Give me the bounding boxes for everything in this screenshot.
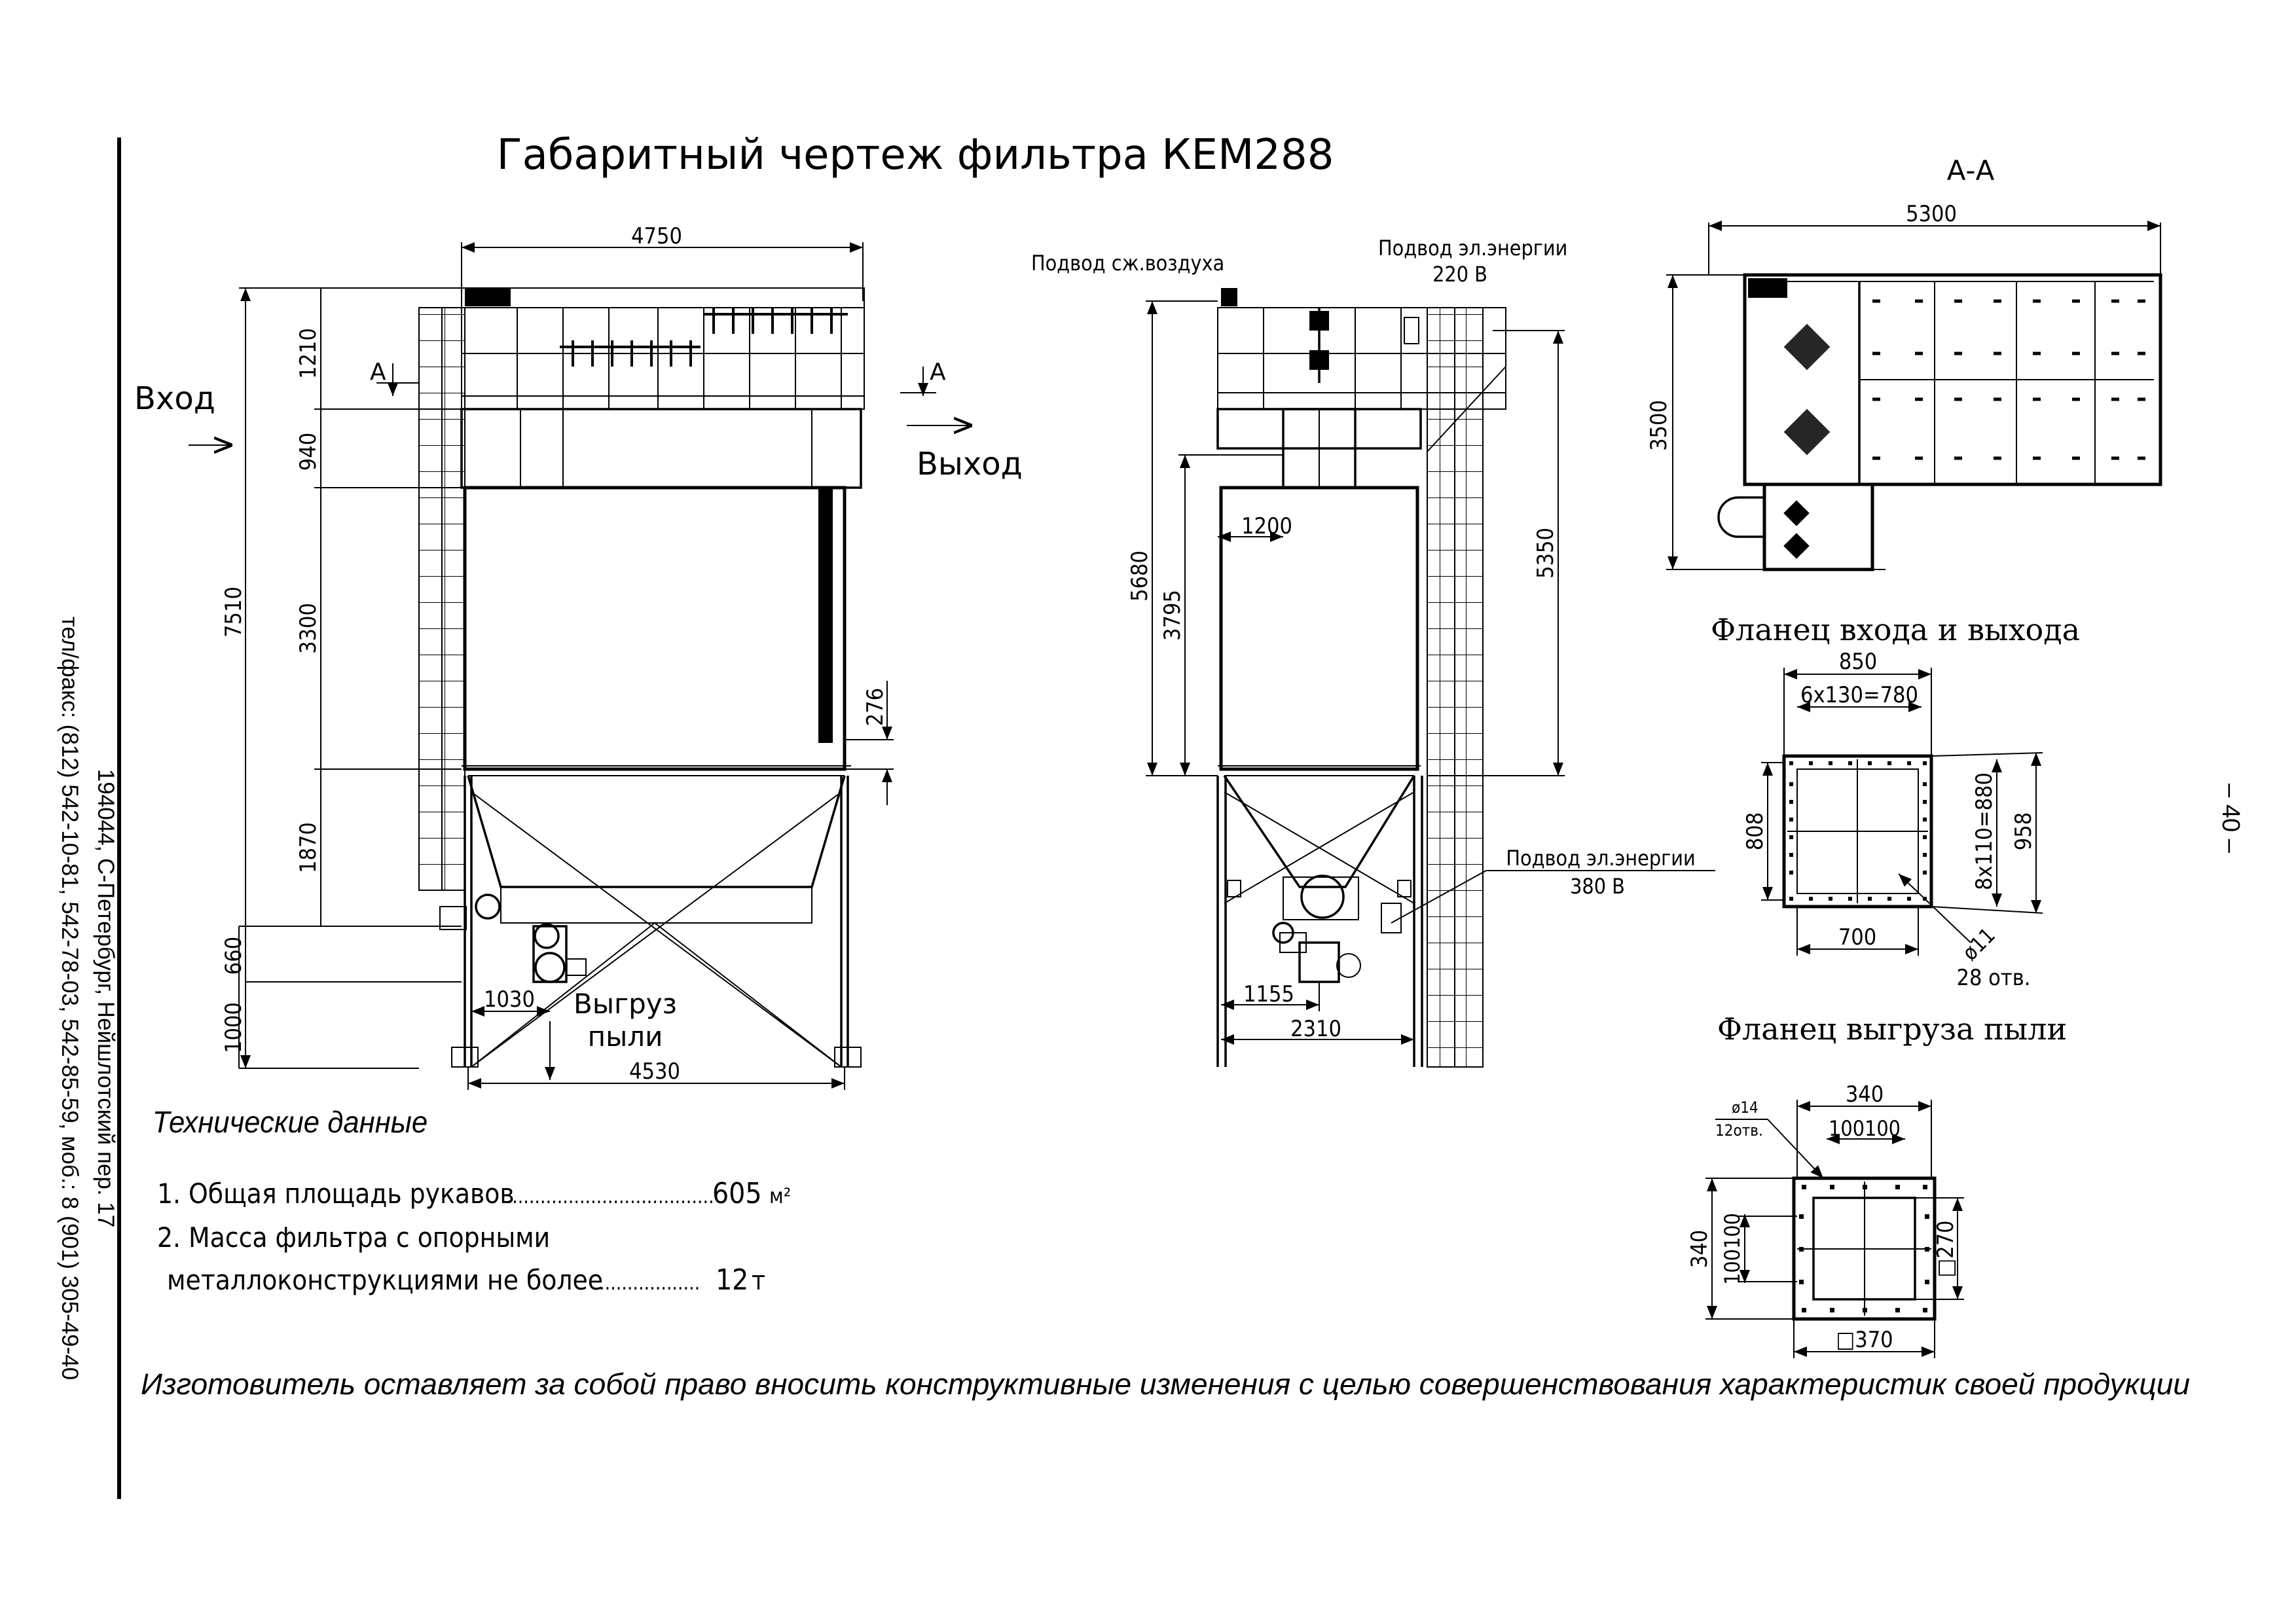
section-mark-right: А xyxy=(930,359,946,386)
dim-5300: 5300 xyxy=(1906,201,1957,227)
tech-item2-value: 12 xyxy=(716,1263,748,1297)
tech-item2-label-b: металлоконструкциями не более xyxy=(167,1264,603,1296)
holes-28: 28 отв. xyxy=(1957,965,2031,991)
tech-item1-value: 605 xyxy=(712,1177,762,1210)
dim-958: 958 xyxy=(2011,812,2037,850)
dim-2310: 2310 xyxy=(1290,1016,1341,1042)
hole-dia-11: ø11 xyxy=(1958,923,2000,965)
tech-item2-dots: .................. xyxy=(599,1272,700,1295)
address-line-1: 194044, С-Петербург, Нейшлотский пер. 17 xyxy=(93,769,118,1227)
dim-276: 276 xyxy=(862,688,888,726)
inlet-label: Вход xyxy=(134,380,215,417)
page-title: Габаритный чертеж фильтра КЕМ288 xyxy=(497,131,1334,179)
dim-808: 808 xyxy=(1742,812,1768,850)
dim-340-top: 340 xyxy=(1846,1081,1884,1108)
section-mark-left: А xyxy=(370,359,386,386)
pitch-100-left: 100100 xyxy=(1720,1213,1745,1285)
dust-label-1: Выгруз xyxy=(574,988,677,1020)
dim-1030: 1030 xyxy=(484,986,535,1013)
power-220-label-1: Подвод эл.энергии xyxy=(1378,236,1567,261)
pitch-880: 8х110=880 xyxy=(1971,772,1997,890)
holes-12: 12отв. xyxy=(1715,1121,1763,1140)
power-220-label-2: 220 В xyxy=(1432,262,1487,287)
dust-label-2: пыли xyxy=(588,1020,663,1053)
tech-heading: Технические данные xyxy=(153,1105,428,1139)
dim-370: □370 xyxy=(1836,1327,1893,1353)
dim-1870: 1870 xyxy=(295,822,321,873)
air-supply-label: Подвод сж.воздуха xyxy=(1031,251,1224,276)
page-number: – 40 – xyxy=(2217,784,2244,854)
hole-dia-14: ø14 xyxy=(1732,1098,1758,1117)
section-aa-label: А-А xyxy=(1947,154,1995,187)
power-380-label-1: Подвод эл.энергии xyxy=(1506,846,1695,871)
dim-4530: 4530 xyxy=(629,1058,680,1085)
section-aa: А-А 5300 3500 xyxy=(1646,154,2162,571)
tech-item1-label: 1. Общая площадь рукавов xyxy=(157,1178,515,1210)
flange-io: Фланец входа и выхода 850 6х130=780 808 … xyxy=(1711,612,2080,991)
dim-850: 850 xyxy=(1839,649,1877,675)
dim-1000: 1000 xyxy=(221,1002,247,1053)
flange-io-title: Фланец входа и выхода xyxy=(1711,612,2080,647)
tech-item1-unit: м² xyxy=(769,1183,791,1208)
dim-5680: 5680 xyxy=(1127,550,1153,602)
disclaimer: Изготовитель оставляет за собой право вн… xyxy=(141,1367,2190,1401)
tech-item2-label-a: 2. Масса фильтра с опорными xyxy=(157,1221,550,1254)
dim-660: 660 xyxy=(221,937,247,975)
power-380-label-2: 380 В xyxy=(1570,874,1625,899)
tech-item1-dots: ...................................... xyxy=(501,1185,714,1208)
dim-1155: 1155 xyxy=(1243,981,1294,1007)
dim-5350: 5350 xyxy=(1533,528,1559,579)
dim-3795: 3795 xyxy=(1159,590,1186,641)
front-view: 4750 7510 1210 940 3300 1870 660 1000 xyxy=(134,223,1023,1090)
pitch-100-top: 100100 xyxy=(1829,1116,1901,1141)
dim-340-left: 340 xyxy=(1686,1230,1713,1268)
flange-dust: Фланец выгруза пыли 340 100100 ø14 12отв… xyxy=(1686,1011,2067,1358)
technical-data: Технические данные 1. Общая площадь рука… xyxy=(153,1105,791,1297)
dim-3300: 3300 xyxy=(295,603,321,654)
dim-7510: 7510 xyxy=(221,586,247,638)
pitch-780: 6х130=780 xyxy=(1800,682,1918,708)
dim-1210: 1210 xyxy=(295,328,321,379)
dim-270: □270 xyxy=(1933,1220,1959,1277)
dim-1200: 1200 xyxy=(1241,513,1292,539)
svg-text:– 40 –: – 40 – xyxy=(2217,784,2244,854)
side-view: Подвод сж.воздуха Подвод эл.энергии 220 … xyxy=(1031,236,1715,1068)
flange-dust-title: Фланец выгруза пыли xyxy=(1717,1011,2067,1047)
outlet-label: Выход xyxy=(917,446,1023,482)
dim-4750: 4750 xyxy=(631,223,682,249)
dim-3500: 3500 xyxy=(1646,400,1672,451)
dim-940: 940 xyxy=(295,433,321,471)
address-line-2: тел/факс: (812) 542-10-81, 542-78-03, 54… xyxy=(57,617,82,1380)
tech-item2-unit: т xyxy=(752,1266,765,1296)
address-block: 194044, С-Петербург, Нейшлотский пер. 17… xyxy=(57,617,118,1380)
dim-700: 700 xyxy=(1838,924,1876,950)
